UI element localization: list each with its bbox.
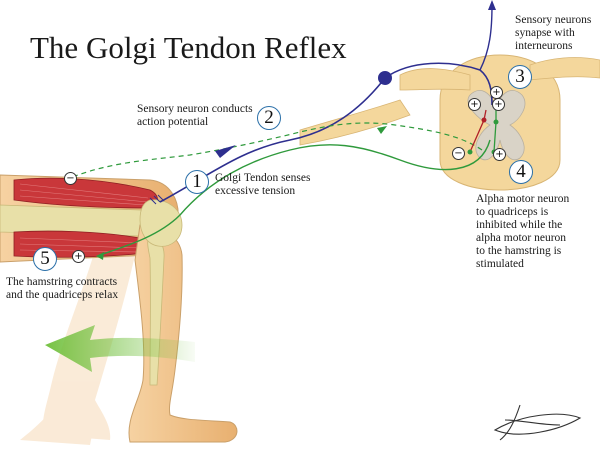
thigh: [0, 174, 179, 263]
plus-sign-icon: +: [468, 98, 481, 111]
step-1-number: 1: [185, 170, 209, 194]
nerve-trunk: [299, 99, 411, 146]
signature-logo: [493, 404, 582, 441]
step-2-number: 2: [257, 106, 281, 130]
motor-neuron-hamstring: [99, 139, 491, 256]
plus-sign-icon: +: [72, 250, 85, 263]
knee-joint: [139, 199, 183, 247]
minus-sign-icon: −: [64, 172, 77, 185]
sensory-neuron-path: [159, 62, 493, 203]
plus-sign-icon: +: [493, 148, 506, 161]
plus-sign-icon: +: [490, 86, 503, 99]
diagram-title: The Golgi Tendon Reflex: [30, 30, 347, 65]
step-4-number: 4: [509, 160, 533, 184]
motor-neuron-quadriceps: [69, 122, 483, 179]
movement-arrow-icon: [45, 325, 195, 372]
minus-sign-icon: −: [452, 147, 465, 160]
plus-sign-icon: +: [492, 98, 505, 111]
golgi-tendon-receptor: [149, 194, 165, 205]
step-5-number: 5: [33, 247, 57, 271]
spinal-gray-matter: [467, 90, 526, 161]
spinal-cord: [299, 54, 600, 191]
dorsal-root: [399, 68, 471, 91]
step-3-number: 3: [508, 65, 532, 89]
lower-leg: [128, 199, 238, 443]
